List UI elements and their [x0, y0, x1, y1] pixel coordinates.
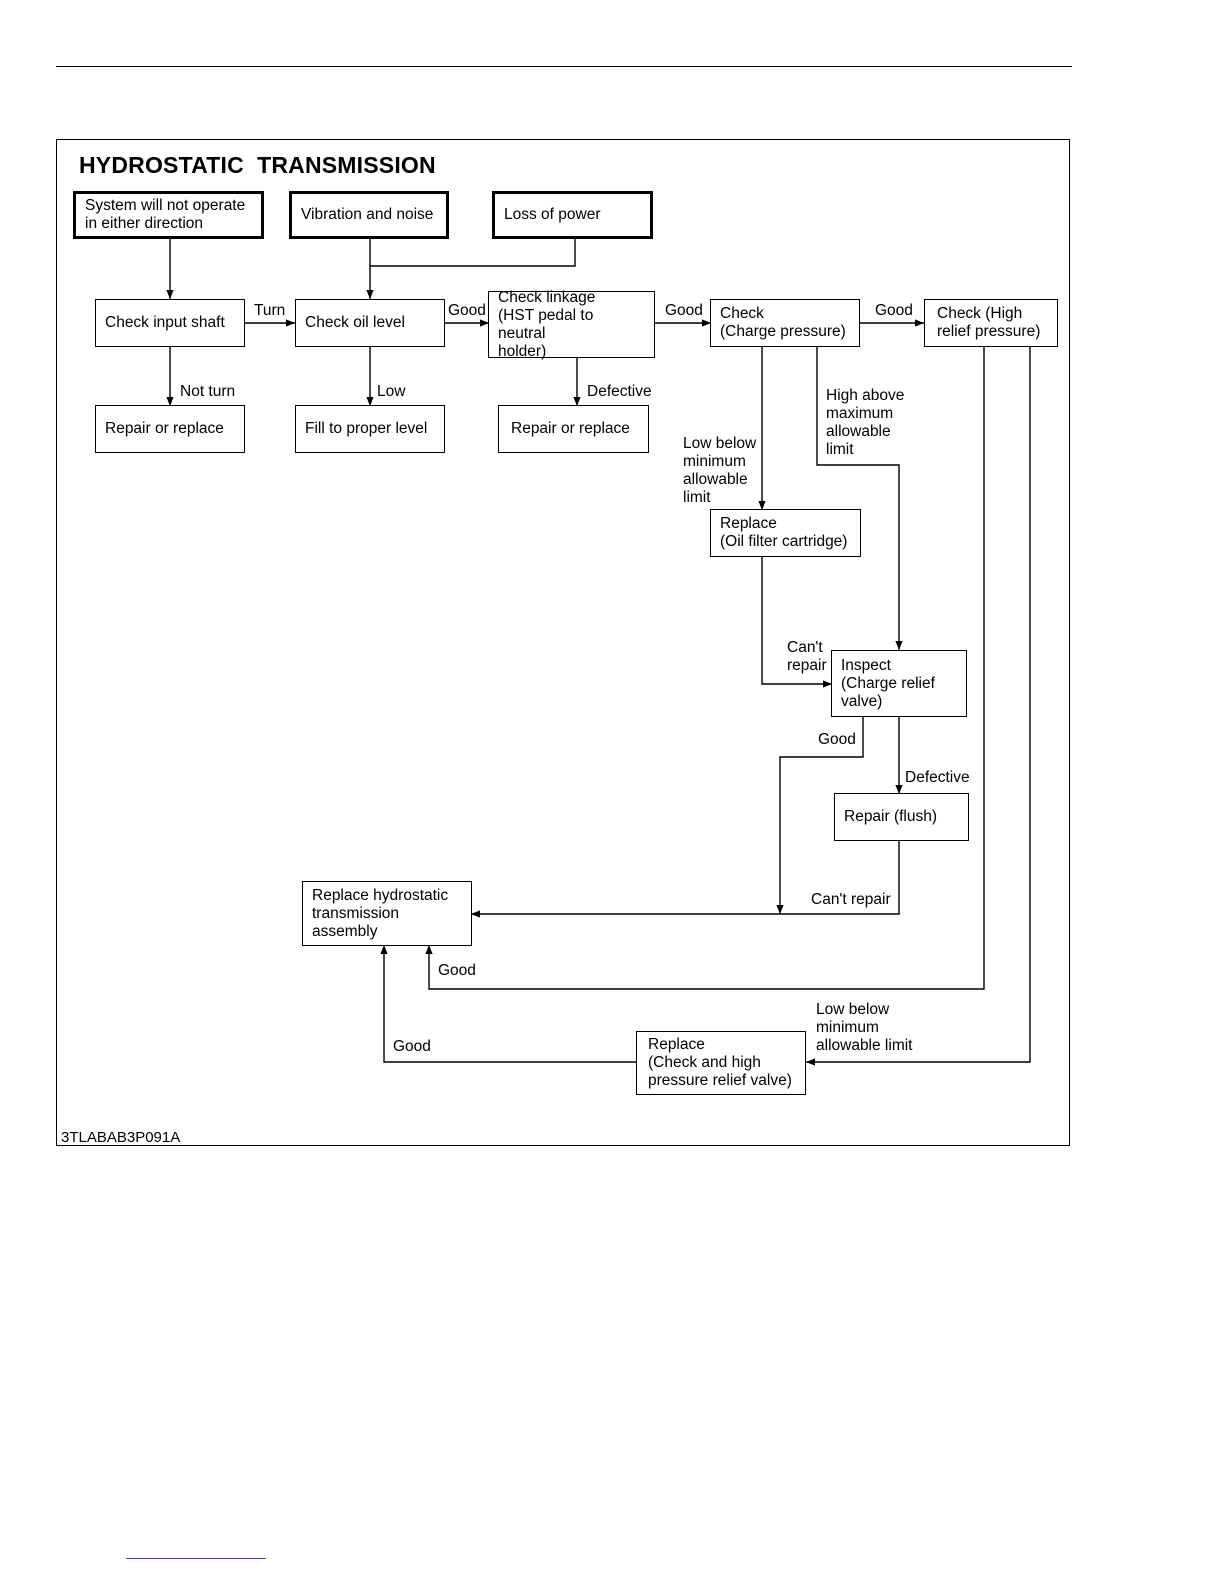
- node-fill-level: Fill to proper level: [295, 405, 445, 453]
- edge-loss-power-join: [370, 238, 576, 267]
- node-replace-filter: Replace (Oil filter cartridge): [710, 509, 861, 557]
- label-defective-1: Defective: [587, 383, 652, 400]
- diagram-frame: [56, 139, 1070, 1146]
- header-rule: [56, 66, 1072, 67]
- label-cant-repair-2: Can't repair: [811, 891, 891, 908]
- edge-flush-cant-repair: [471, 841, 900, 918]
- edge-filter-cant-repair: [761, 557, 832, 688]
- label-not-turn: Not turn: [180, 383, 236, 400]
- label-low-below-1: Low below minimum allowable limit: [683, 435, 757, 506]
- label-low: Low: [377, 383, 406, 400]
- node-replace-hst: Replace hydrostatic transmission assembl…: [302, 881, 472, 946]
- label-defective-2: Defective: [905, 769, 970, 786]
- label-low-below-2: Low below minimum allowable limit: [816, 1001, 913, 1054]
- edge-check-valve-good: [380, 945, 637, 1063]
- label-good-2: Good: [665, 302, 703, 319]
- node-vibration: Vibration and noise: [289, 191, 449, 239]
- label-good-4: Good: [818, 731, 856, 748]
- label-cant-repair-1: Can't repair: [787, 639, 827, 674]
- node-check-charge: Check (Charge pressure): [710, 299, 860, 347]
- node-loss-power: Loss of power: [492, 191, 653, 239]
- node-repair-replace-2: Repair or replace: [498, 405, 649, 453]
- node-inspect-relief: Inspect (Charge relief valve): [831, 650, 967, 717]
- node-check-input-shaft: Check input shaft: [95, 299, 245, 347]
- node-check-linkage: Check linkage (HST pedal to neutral hold…: [488, 289, 655, 360]
- figure-code: 3TLABAB3P091A: [61, 1129, 181, 1146]
- label-high-above: High above maximum allowable limit: [826, 387, 905, 458]
- node-repair-replace-1: Repair or replace: [95, 405, 245, 453]
- node-no-operate: System will not operate in either direct…: [73, 191, 264, 239]
- diagram-title: HYDROSTATIC TRANSMISSION: [79, 152, 436, 178]
- label-good-6: Good: [393, 1038, 431, 1055]
- footer-link-rule: [126, 1558, 266, 1559]
- node-replace-check-valve: Replace (Check and high pressure relief …: [636, 1031, 806, 1095]
- edge-charge-high: [816, 347, 903, 650]
- edge-inspect-good: [776, 717, 864, 914]
- label-turn: Turn: [254, 302, 286, 319]
- edge-high-relief-good: [425, 347, 985, 990]
- node-repair-flush: Repair (flush): [834, 793, 969, 841]
- node-check-oil-level: Check oil level: [295, 299, 445, 347]
- label-good-3: Good: [875, 302, 913, 319]
- label-good-5: Good: [438, 962, 476, 979]
- node-check-high-relief: Check (High relief pressure): [924, 299, 1058, 347]
- label-good-1: Good: [448, 302, 486, 319]
- edge-high-relief-low: [806, 347, 1031, 1066]
